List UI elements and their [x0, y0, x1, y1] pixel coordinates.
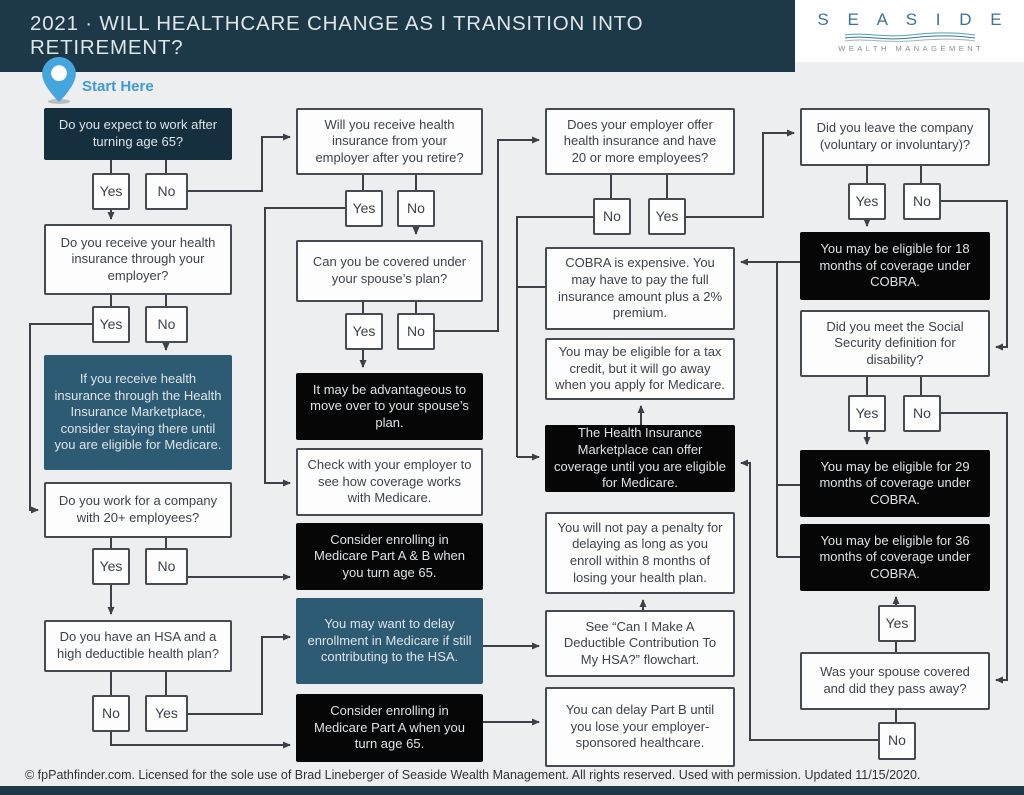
node-q-hsa: Do you have an HSA and a high deductible… [44, 620, 232, 672]
node-no: No [145, 548, 188, 585]
logo-subtitle: WEALTH MANAGEMENT [838, 43, 985, 53]
node-q-ss-disability: Did you meet the Social Security definit… [800, 310, 990, 377]
node-no: No [903, 183, 941, 220]
node-no: No [92, 695, 130, 732]
node-no: No [878, 722, 916, 760]
node-info-tax-credit: You may be eligible for a tax credit, bu… [545, 338, 735, 400]
node-yes: Yes [848, 395, 886, 432]
node-q-leave-company: Did you leave the company (voluntary or … [800, 108, 990, 166]
node-info-enroll-a: Consider enrolling in Medicare Part A wh… [296, 694, 483, 762]
node-info-no-penalty: You will not pay a penalty for delaying … [545, 512, 735, 594]
node-yes: Yes [648, 198, 686, 235]
node-yes: Yes [145, 695, 188, 732]
node-info-marketplace-offer: The Health Insurance Marketplace can off… [545, 425, 735, 492]
node-yes: Yes [848, 183, 886, 220]
start-here-pin-icon [42, 57, 76, 107]
node-yes: Yes [92, 306, 130, 343]
node-q-employer-20: Does your employer offer health insuranc… [545, 108, 735, 175]
node-q-company-20: Do you work for a company with 20+ emplo… [44, 482, 232, 538]
node-q-retiree-insurance: Will you receive health insurance from y… [296, 108, 483, 175]
header-banner: 2021 · WILL HEALTHCARE CHANGE AS I TRANS… [0, 0, 795, 72]
page-title: 2021 · WILL HEALTHCARE CHANGE AS I TRANS… [30, 12, 644, 59]
node-info-enroll-ab: Consider enrolling in Medicare Part A & … [296, 523, 483, 590]
node-info-delay-hsa: You may want to delay enrollment in Medi… [296, 598, 483, 684]
node-q-spouse-passed: Was your spouse covered and did they pas… [800, 652, 990, 710]
node-info-delay-partb: You can delay Part B until you lose your… [545, 687, 735, 767]
node-info-check-employer: Check with your employer to see how cove… [296, 448, 483, 516]
node-no: No [397, 313, 435, 350]
node-q-spouse-plan: Can you be covered under your spouse’s p… [296, 240, 483, 302]
logo-wave-icon [844, 31, 975, 42]
footer-license-text: © fpPathfinder.com. Licensed for the sol… [25, 768, 921, 782]
node-yes: Yes [345, 313, 383, 350]
node-no: No [145, 173, 188, 210]
node-yes: Yes [92, 548, 130, 585]
logo-name: S E A S I D E [817, 9, 1009, 29]
node-yes: Yes [92, 173, 130, 210]
node-q-insurance-employer: Do you receive your health insurance thr… [44, 224, 232, 295]
node-no: No [903, 395, 941, 432]
node-info-cobra-expensive: COBRA is expensive. You may have to pay … [545, 247, 735, 330]
node-q-expect-work: Do you expect to work after turning age … [44, 108, 232, 160]
node-info-cobra-36: You may be eligible for 36 months of cov… [800, 524, 990, 591]
node-yes: Yes [878, 605, 916, 642]
start-here-label: Start Here [82, 78, 154, 95]
company-logo: S E A S I D E WEALTH MANAGEMENT [795, 0, 1024, 62]
node-yes: Yes [345, 190, 383, 227]
node-no: No [397, 190, 435, 227]
node-info-marketplace-stay: If you receive health insurance through … [44, 355, 232, 470]
node-info-cobra-18: You may be eligible for 18 months of cov… [800, 232, 990, 300]
node-info-see-flowchart: See “Can I Make A Deductible Contributio… [545, 610, 735, 677]
node-no: No [145, 306, 188, 343]
footer-bar [0, 786, 1024, 795]
node-no: No [593, 198, 631, 235]
node-info-cobra-29: You may be eligible for 29 months of cov… [800, 450, 990, 517]
node-info-move-spouse: It may be advantageous to move over to y… [296, 373, 483, 440]
